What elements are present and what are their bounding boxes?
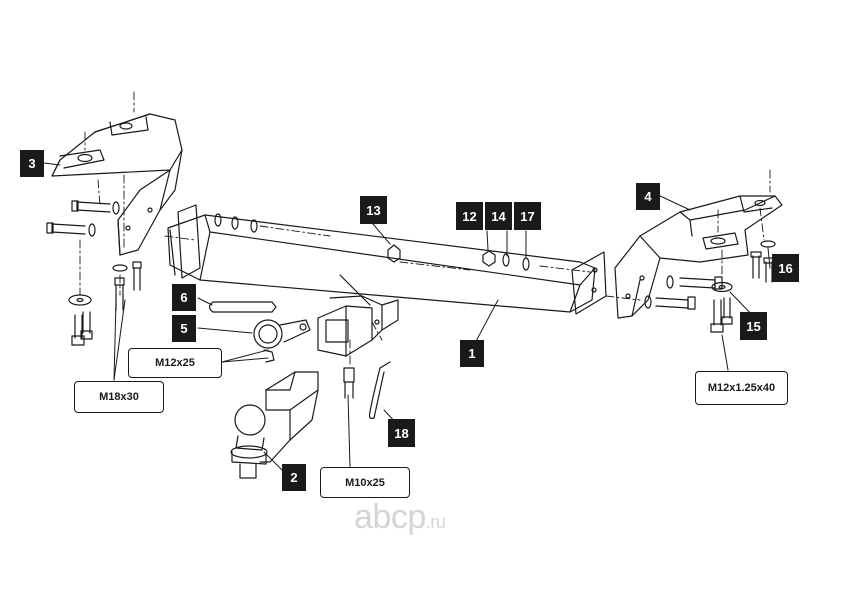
callout-part-17: 17 xyxy=(514,202,541,230)
hitch-receiver xyxy=(317,295,399,357)
callout-part-2: 2 xyxy=(282,464,306,491)
size-label-m12x25: M12x25 xyxy=(128,348,222,378)
crossbar-fasteners xyxy=(214,213,530,271)
callout-part-18: 18 xyxy=(388,419,415,447)
size-label-m12x1-25x40: M12x1.25x40 xyxy=(695,371,788,405)
assembly-axes xyxy=(79,91,771,366)
right-bracket xyxy=(614,195,783,319)
callout-part-16: 16 xyxy=(772,254,799,282)
watermark-tld: .ru xyxy=(425,512,446,532)
size-label-m18x30: M18x30 xyxy=(74,381,164,413)
m10-bolt xyxy=(343,367,355,399)
socket-bracket xyxy=(208,301,311,363)
leader-lines xyxy=(43,162,771,471)
left-bracket xyxy=(51,113,183,256)
callout-part-13: 13 xyxy=(360,196,387,224)
callout-part-3: 3 xyxy=(20,150,44,177)
callout-part-4: 4 xyxy=(636,183,660,210)
callout-part-14: 14 xyxy=(485,202,512,230)
callout-part-12: 12 xyxy=(456,202,483,230)
callout-part-6: 6 xyxy=(172,284,196,311)
size-label-m10x25: M10x25 xyxy=(320,467,410,498)
ball-mount xyxy=(230,371,319,479)
callout-part-5: 5 xyxy=(172,315,196,342)
left-fasteners xyxy=(46,200,142,346)
callout-part-15: 15 xyxy=(740,312,767,340)
watermark-brand: abcp xyxy=(354,498,426,536)
callout-part-1: 1 xyxy=(460,340,484,367)
main-crossbar xyxy=(167,204,607,315)
watermark-logo: abcp.ru xyxy=(354,498,446,537)
retaining-pin xyxy=(368,361,391,419)
